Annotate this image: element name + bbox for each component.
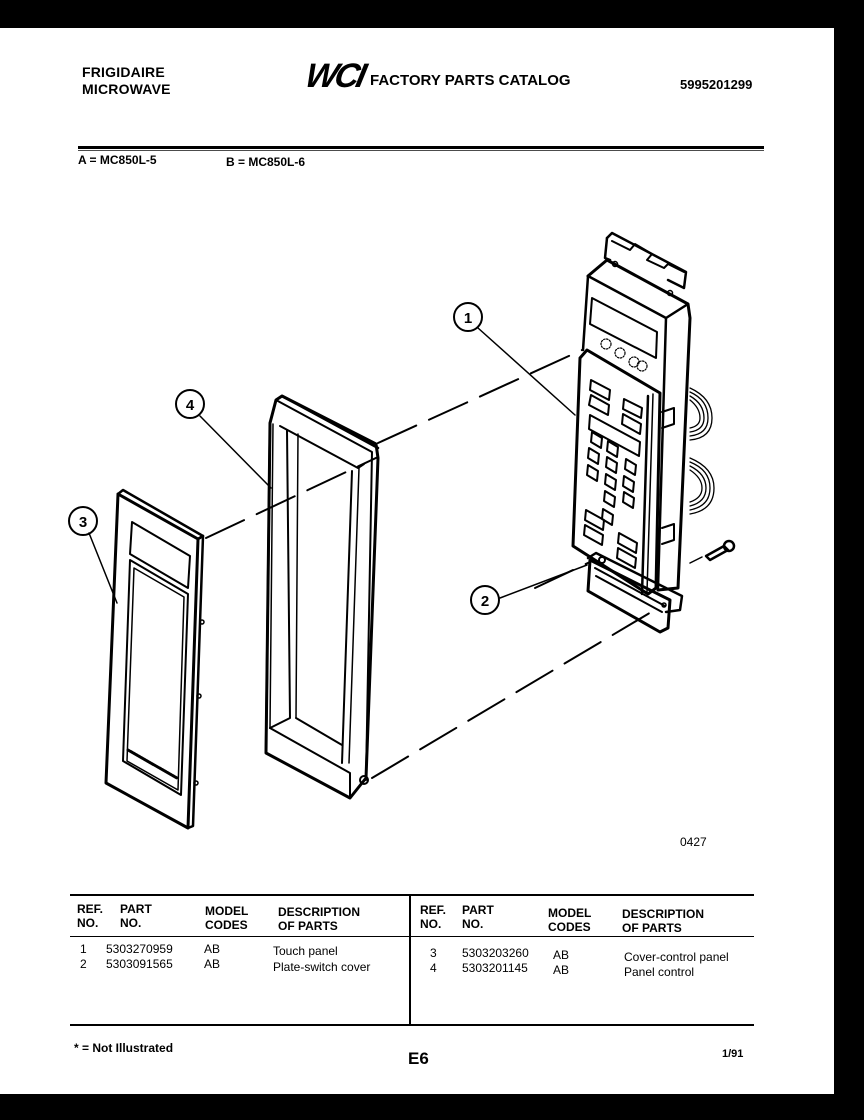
catalog-number: 5995201299 bbox=[680, 77, 753, 92]
screw bbox=[689, 539, 736, 564]
table-bottom-rule bbox=[70, 1024, 754, 1026]
callout-4: 4 bbox=[186, 397, 195, 414]
ref-no: 2 bbox=[80, 957, 87, 971]
model-a-label: A = MC850L-5 bbox=[78, 153, 157, 167]
part-1-touch-panel bbox=[571, 231, 715, 596]
catalog-title: FACTORY PARTS CATALOG bbox=[370, 72, 571, 89]
not-illustrated-note: * = Not Illustrated bbox=[74, 1041, 174, 1055]
revision-date: 1/91 bbox=[722, 1048, 744, 1060]
brand-line-1: FRIGIDAIRE bbox=[82, 64, 165, 80]
part-2-plate-switch-cover bbox=[586, 551, 684, 634]
brand-name: FRIGIDAIRE MICROWAVE bbox=[82, 64, 171, 98]
exploded-parts-diagram: 1 4 3 2 bbox=[68, 231, 736, 830]
model-codes: AB bbox=[204, 957, 221, 971]
description: Plate-switch cover bbox=[273, 960, 371, 974]
part-no: 5303201145 bbox=[462, 961, 528, 975]
model-codes: AB bbox=[204, 942, 221, 956]
model-b-label: B = MC850L-6 bbox=[226, 155, 306, 169]
description: Cover-control panel bbox=[624, 950, 729, 964]
callout-1: 1 bbox=[464, 310, 472, 327]
table-header-rule bbox=[70, 936, 754, 937]
ref-no: 1 bbox=[80, 942, 87, 956]
header-divider-thin bbox=[78, 150, 764, 151]
ref-no: 3 bbox=[430, 946, 437, 960]
model-codes: AB bbox=[553, 963, 570, 977]
part-no: 5303091565 bbox=[106, 957, 173, 971]
model-codes: AB bbox=[553, 948, 570, 962]
part-no: 5303270959 bbox=[106, 942, 173, 956]
page-number: E6 bbox=[408, 1049, 429, 1068]
header-ref-no-left: REF.NO. bbox=[77, 902, 104, 930]
description: Panel control bbox=[624, 965, 695, 979]
table-column-divider bbox=[409, 894, 411, 1026]
table-top-rule bbox=[70, 894, 754, 896]
part-3-cover-control-panel bbox=[104, 488, 205, 830]
description: Touch panel bbox=[273, 944, 338, 958]
part-4-panel-control bbox=[264, 394, 380, 800]
callout-2: 2 bbox=[481, 593, 489, 610]
callout-3: 3 bbox=[79, 514, 87, 531]
catalog-page: FRIGIDAIRE MICROWAVE WCI FACTORY PARTS C… bbox=[0, 28, 834, 1094]
ref-no: 4 bbox=[430, 961, 437, 975]
header-divider bbox=[78, 146, 764, 149]
part-no: 5303203260 bbox=[462, 946, 529, 960]
header-ref-no-right: REF.NO. bbox=[420, 903, 447, 931]
figure-code: 0427 bbox=[680, 835, 707, 849]
brand-line-2: MICROWAVE bbox=[82, 81, 171, 97]
